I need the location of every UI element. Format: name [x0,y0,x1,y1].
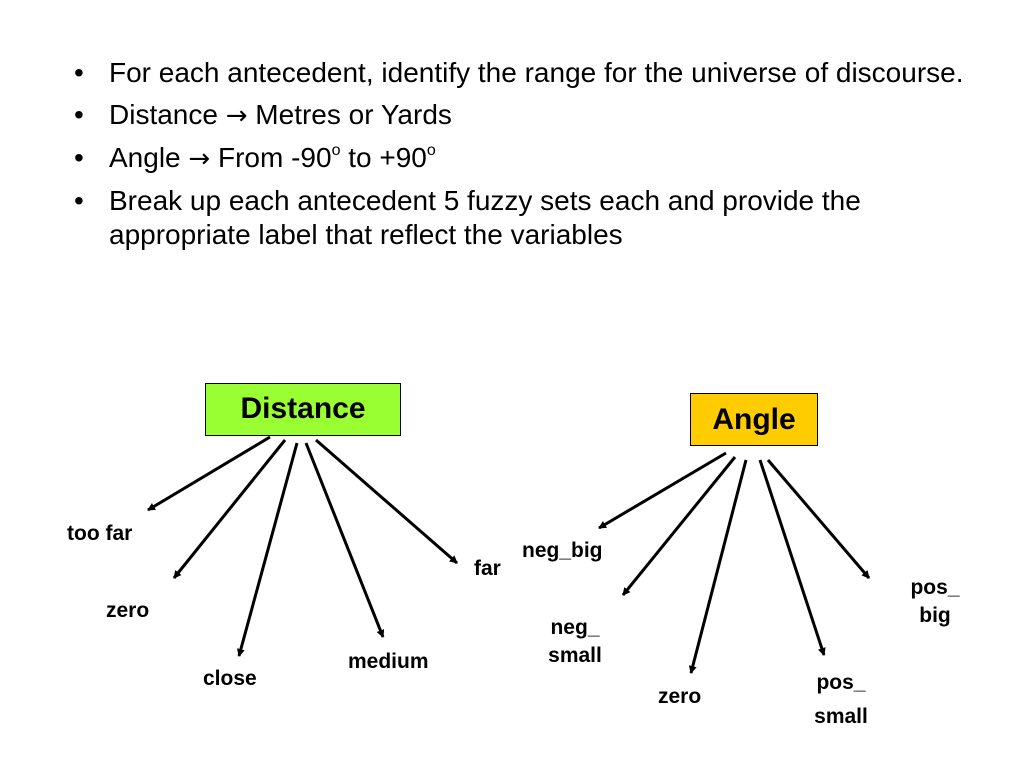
distance-node-label: Distance [240,392,366,425]
label-pos-big: pos_ big [903,574,967,630]
bullet-fuzzy-sets: Break up each antecedent 5 fuzzy sets ea… [72,184,992,252]
bullet-universe: For each antecedent, identify the range … [72,56,992,90]
distance-range: Metres or Yards [255,99,452,130]
arrow-angle-neg-small [621,456,737,596]
arrow-distance-too-far [147,435,271,512]
label-neg-big: neg_big [522,539,603,562]
bullet-list: For each antecedent, identify the range … [72,56,992,260]
arrow-angle-neg-big [598,451,727,530]
label-pos-small-line2: small [814,705,868,728]
angle-range-from: From -90 [217,142,332,173]
arrow-angle-zero [688,459,748,674]
bullet-distance: Distance → Metres or Yards [72,98,992,133]
degree-mark: o [331,142,341,159]
label-too-far: too far [67,522,133,545]
arrow-distance-close [236,442,299,657]
label-pos-big-line2: big [919,604,951,627]
angle-node-label: Angle [712,403,796,436]
label-pos-small: pos_ small [808,666,874,734]
angle-term: Angle [109,142,181,173]
bullet-angle: Angle → From -90o to +90o [72,141,992,176]
distance-node: Distance [205,383,401,436]
arrow-distance-far [315,438,458,565]
degree-mark: o [426,142,436,159]
arrow-distance-medium [304,442,385,638]
label-far: far [474,557,501,580]
label-angle-zero: zero [658,685,702,708]
right-arrow-icon: → [188,144,211,174]
angle-range-to: to +90 [348,142,427,173]
label-neg-small-line1: neg_ [550,616,600,639]
label-close: close [203,667,257,690]
label-neg-small-line2: small [548,644,602,667]
arrow-distance-zero [172,439,287,579]
label-pos-big-line1: pos_ [910,576,960,599]
arrow-angle-pos-big [766,459,871,579]
right-arrow-icon: → [225,101,248,131]
label-distance-zero: zero [106,599,150,622]
angle-node: Angle [690,393,818,446]
label-pos-small-line1: pos_ [816,671,866,694]
bullet-fuzzy-sets-text: Break up each antecedent 5 fuzzy sets ea… [109,185,861,250]
arrow-angle-pos-small [758,459,826,656]
label-neg-small: neg_ small [544,614,606,670]
bullet-universe-text: For each antecedent, identify the range … [109,57,964,88]
label-medium: medium [348,650,429,673]
distance-term: Distance [109,99,218,130]
